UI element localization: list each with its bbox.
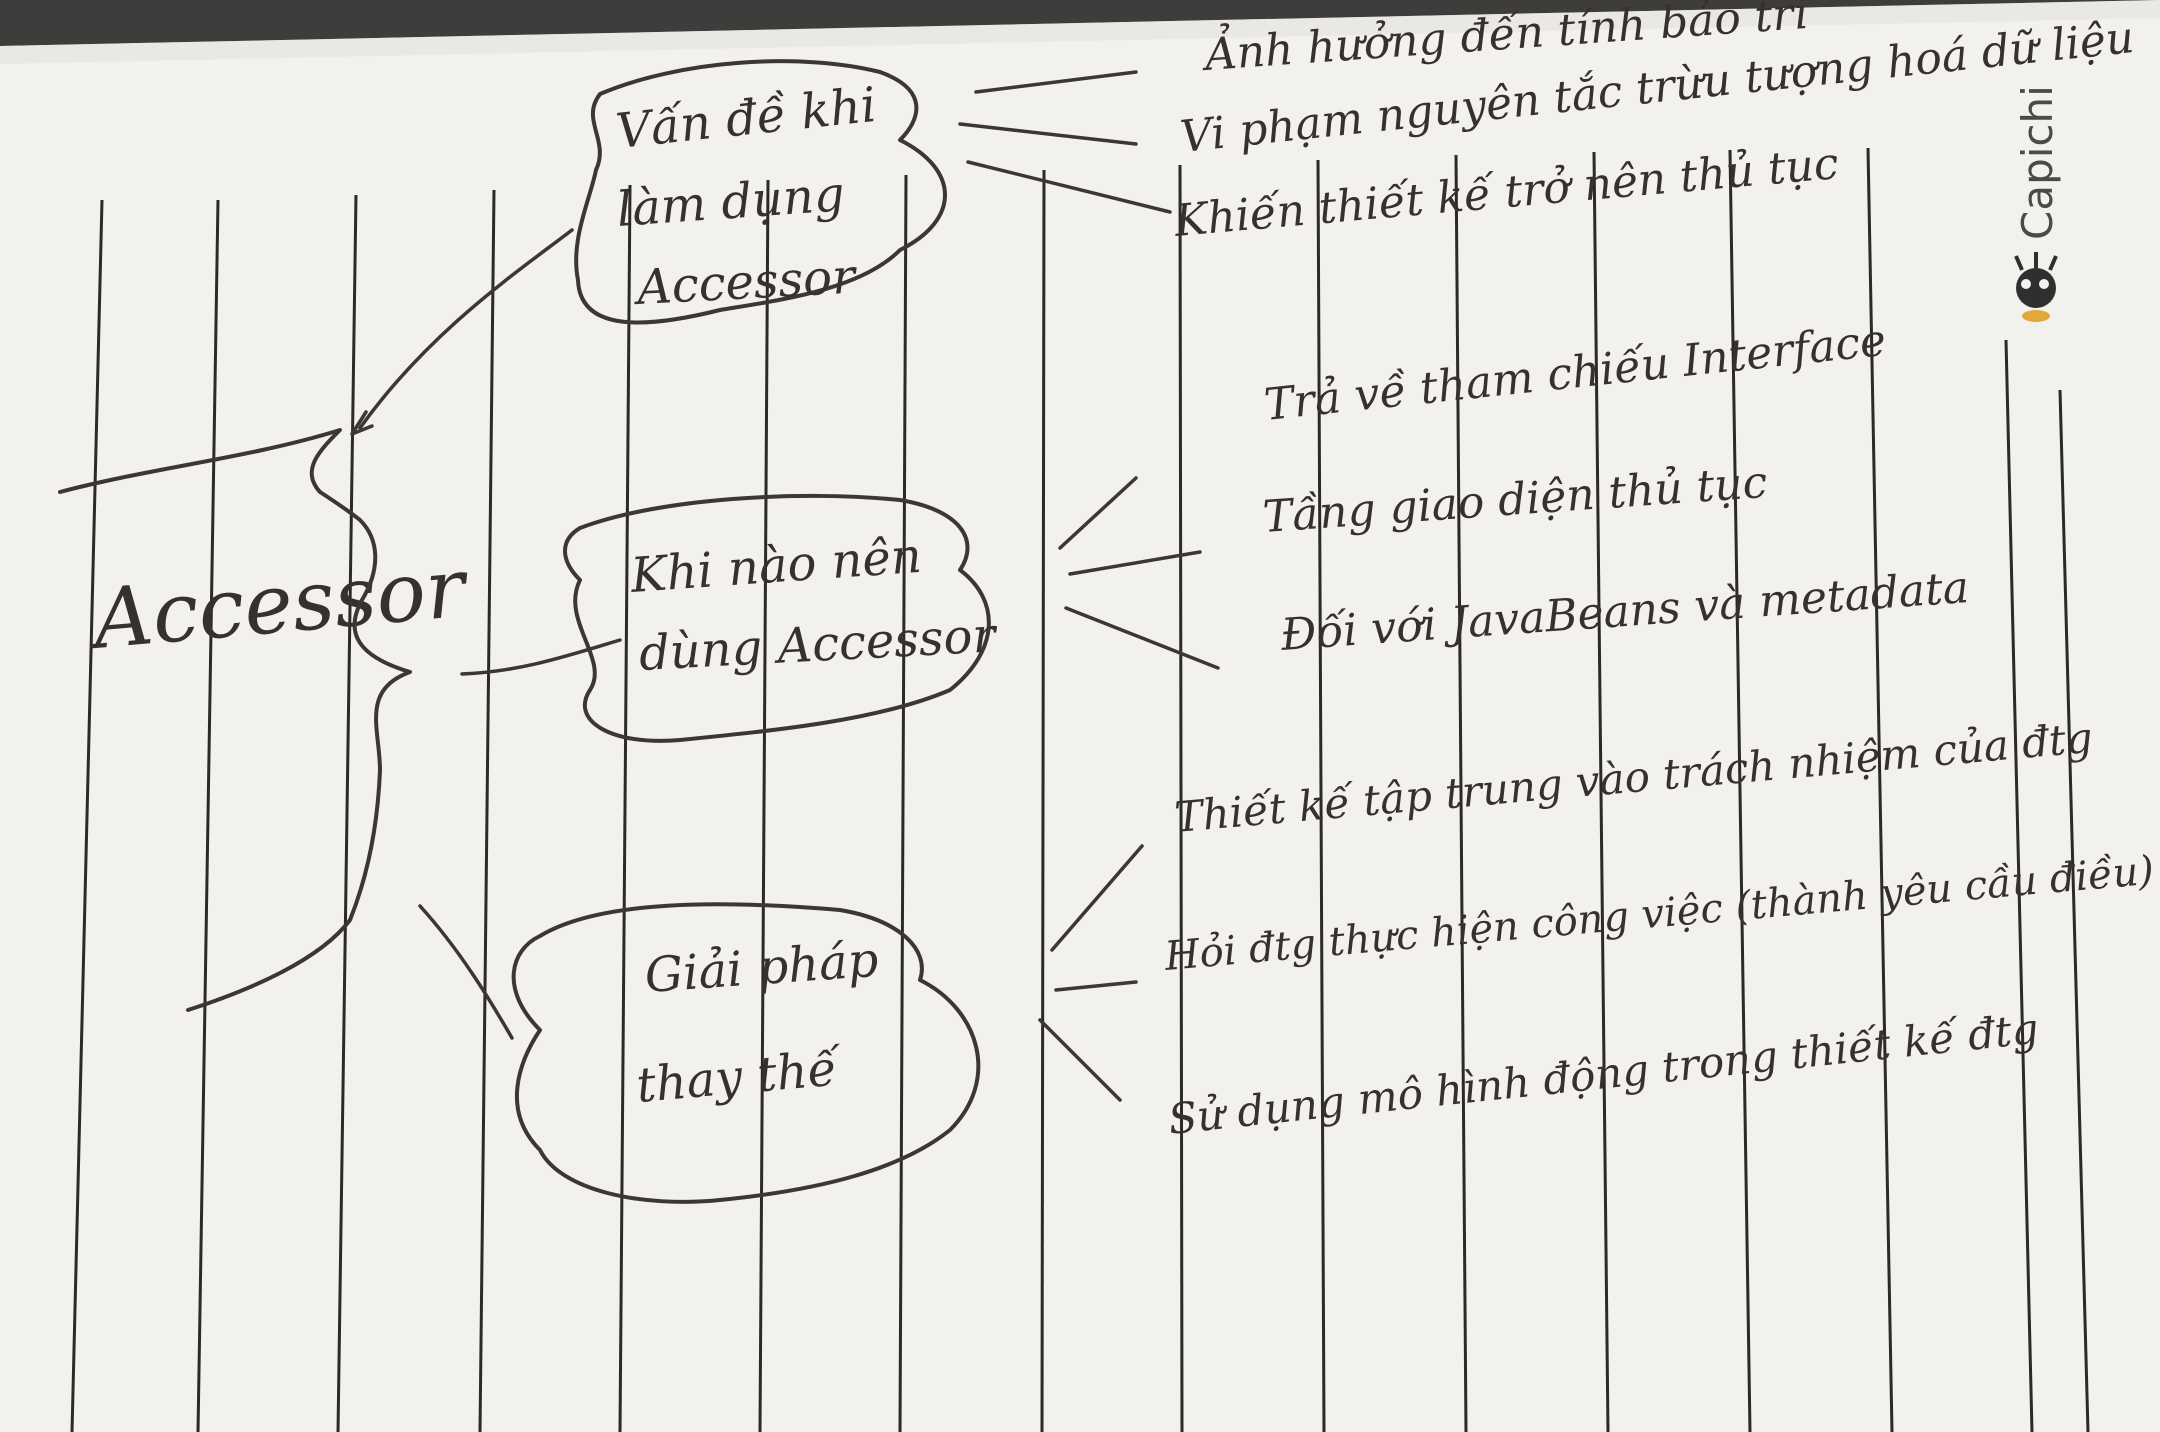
leader-3-1: [1050, 844, 1144, 952]
leader-1-2: [958, 122, 1138, 146]
bubble-1-label-line-3: Accessor: [632, 248, 860, 316]
leader-3-3: [1038, 1018, 1122, 1102]
bubble-3-outline: [511, 902, 981, 1204]
capichi-watermark: Capichi: [2013, 85, 2062, 322]
bubble-1-outline: [574, 59, 947, 325]
leader-1-3: [966, 160, 1172, 214]
paper-shadow: [0, 0, 2160, 64]
root-brace: [58, 428, 412, 1012]
connector-1: [358, 228, 574, 430]
notebook-rules: [70, 147, 2090, 1432]
connector-1-arrow: [350, 410, 374, 436]
leader-2-1: [1058, 476, 1138, 550]
leader-2-2: [1068, 550, 1202, 576]
leader-2-3: [1064, 606, 1220, 670]
leader-1-1: [974, 70, 1138, 94]
mascot-icon: [2014, 252, 2058, 322]
watermark-text: Capichi: [2013, 85, 2062, 240]
bubble-2-outline: [563, 493, 991, 743]
connector-3: [418, 904, 514, 1040]
connector-2: [460, 638, 622, 676]
leader-3-2: [1054, 980, 1138, 992]
